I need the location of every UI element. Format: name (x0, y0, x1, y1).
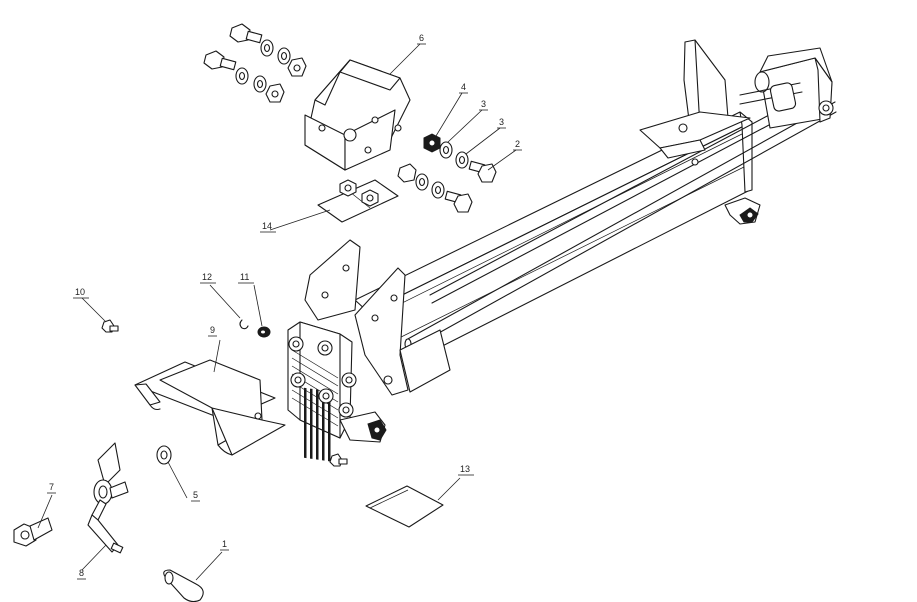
part-5-washer (156, 445, 172, 465)
rear-cylinder (739, 47, 834, 129)
part-14-plate (317, 179, 399, 223)
callout-13: 13 (458, 464, 474, 476)
callout-label: 1 (222, 539, 227, 549)
callout-label: 2 (515, 139, 520, 149)
rear-foot (724, 197, 761, 225)
callout-2: 2 (513, 139, 522, 151)
part-9-cover (134, 359, 286, 456)
front-foot (339, 411, 387, 443)
callout-label: 3 (499, 117, 504, 127)
callout-8: 8 (77, 568, 86, 580)
splitter-wedge (639, 39, 751, 166)
callout-12: 12 (200, 272, 216, 284)
part-1-handle-grip (163, 569, 204, 602)
part-6-bracket (304, 59, 411, 171)
callout-label: 8 (79, 568, 84, 578)
callout-label: 4 (461, 82, 466, 92)
callout-1: 1 (220, 539, 229, 551)
front-gusset-plates (304, 239, 451, 396)
part-10-pin (101, 319, 119, 333)
callout-10: 10 (73, 287, 89, 299)
callout-14: 14 (260, 221, 276, 233)
bracket-bolt-set-lower (203, 50, 285, 103)
push-block (287, 321, 357, 462)
fastener-set-lower (397, 163, 473, 213)
callout-label: 3 (481, 99, 486, 109)
callout-label: 13 (460, 464, 470, 474)
callout-label: 5 (193, 490, 198, 500)
fastener-set-upper (423, 133, 497, 183)
callout-label: 7 (49, 482, 54, 492)
front-small-bolt (329, 453, 348, 467)
callout-9: 9 (208, 325, 217, 337)
callout-3-upper: 3 (479, 99, 488, 111)
part-13-plate (365, 485, 444, 528)
callout-4: 4 (459, 82, 468, 94)
callout-label: 10 (75, 287, 85, 297)
part-8-crank-handle (87, 442, 129, 554)
leader-lines (37, 43, 517, 581)
callout-label: 11 (240, 272, 249, 282)
part-12-clip (239, 319, 249, 330)
bracket-bolt-set-upper (229, 23, 307, 77)
callout-label: 12 (202, 272, 212, 282)
callout-3-lower: 3 (497, 117, 506, 129)
callout-label: 14 (262, 221, 272, 231)
callout-label: 9 (210, 325, 215, 335)
part-7-bolt (13, 517, 53, 547)
callout-label: 6 (419, 33, 424, 43)
callout-5: 5 (191, 490, 200, 502)
callout-labels: 6 4 3 3 2 14 10 12 (47, 33, 522, 580)
callout-7: 7 (47, 482, 56, 494)
callout-6: 6 (417, 33, 426, 45)
callout-11: 11 (238, 272, 254, 284)
part-11-spring (257, 326, 271, 338)
